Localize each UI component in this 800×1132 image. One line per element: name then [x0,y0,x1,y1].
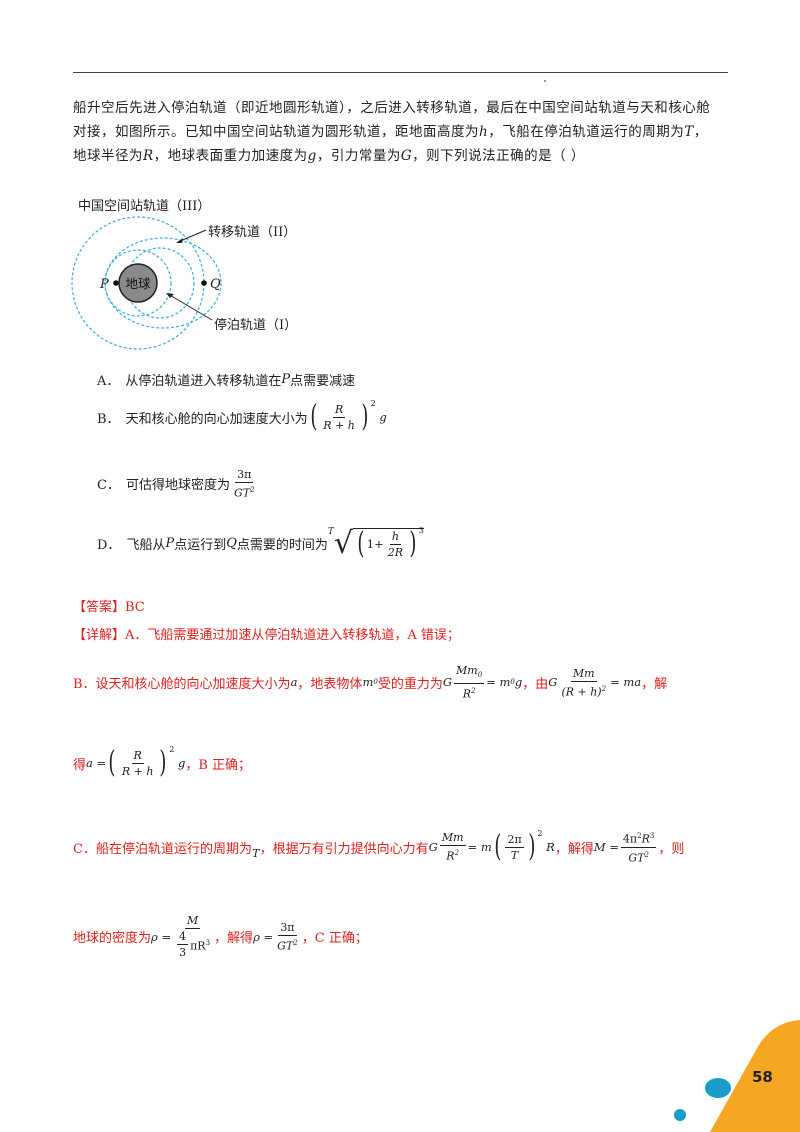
header-dot [544,80,546,82]
corner-decoration [674,1020,800,1132]
transfer-orbit [104,237,222,329]
question-line-1: 船升空后先进入停泊轨道（即近地圆形轨道），之后进入转移轨道，最后在中国空间站轨道… [73,100,711,116]
transfer-orbit-inner [125,247,195,319]
question-line-3: 地球半径为R，地球表面重力加速度为g，引力常量为G，则下列说法正确的是（ ） [73,148,585,164]
transfer-arrow-head [176,238,183,243]
point-p-label: P [99,277,109,292]
orange-shape [710,1020,800,1132]
teal-dot-small [674,1109,686,1121]
parking-orbit [104,249,172,317]
earth-label: 地球 [125,276,151,291]
detail-a: 【详解】A．飞船需要通过加速从停泊轨道进入转移轨道，A 错误； [73,628,460,643]
point-p-dot [113,280,119,286]
outer-orbit-label: 中国空间站轨道（III） [78,199,210,214]
point-q-dot [201,280,207,286]
header-rule [73,72,728,73]
question-stem: 船升空后先进入停泊轨道（即近地圆形轨道），之后进入转移轨道，最后在中国空间站轨道… [73,96,728,168]
answer-label: 【答案】BC [73,600,145,615]
question-line-2: 对接，如图所示。已知中国空间站轨道为圆形轨道，距地面高度为h，飞船在停泊轨道运行… [73,124,708,140]
page-number: 58 [752,1068,773,1086]
earth [118,263,158,303]
point-q-label: Q [210,277,221,292]
transfer-orbit-label: 转移轨道（II） [208,225,296,240]
parking-arrow-head [166,293,174,298]
transfer-arrow [177,229,207,243]
parking-orbit-label: 停泊轨道（I） [214,317,297,333]
parking-arrow [167,293,213,321]
orbit-diagram: 中国空间站轨道（III） 地球 P Q 转移轨道（II） 停泊轨道（I） [71,199,297,350]
teal-dot-large [705,1078,731,1098]
centripetal-formula: G Mm(R + h)2 = ma [548,666,642,699]
